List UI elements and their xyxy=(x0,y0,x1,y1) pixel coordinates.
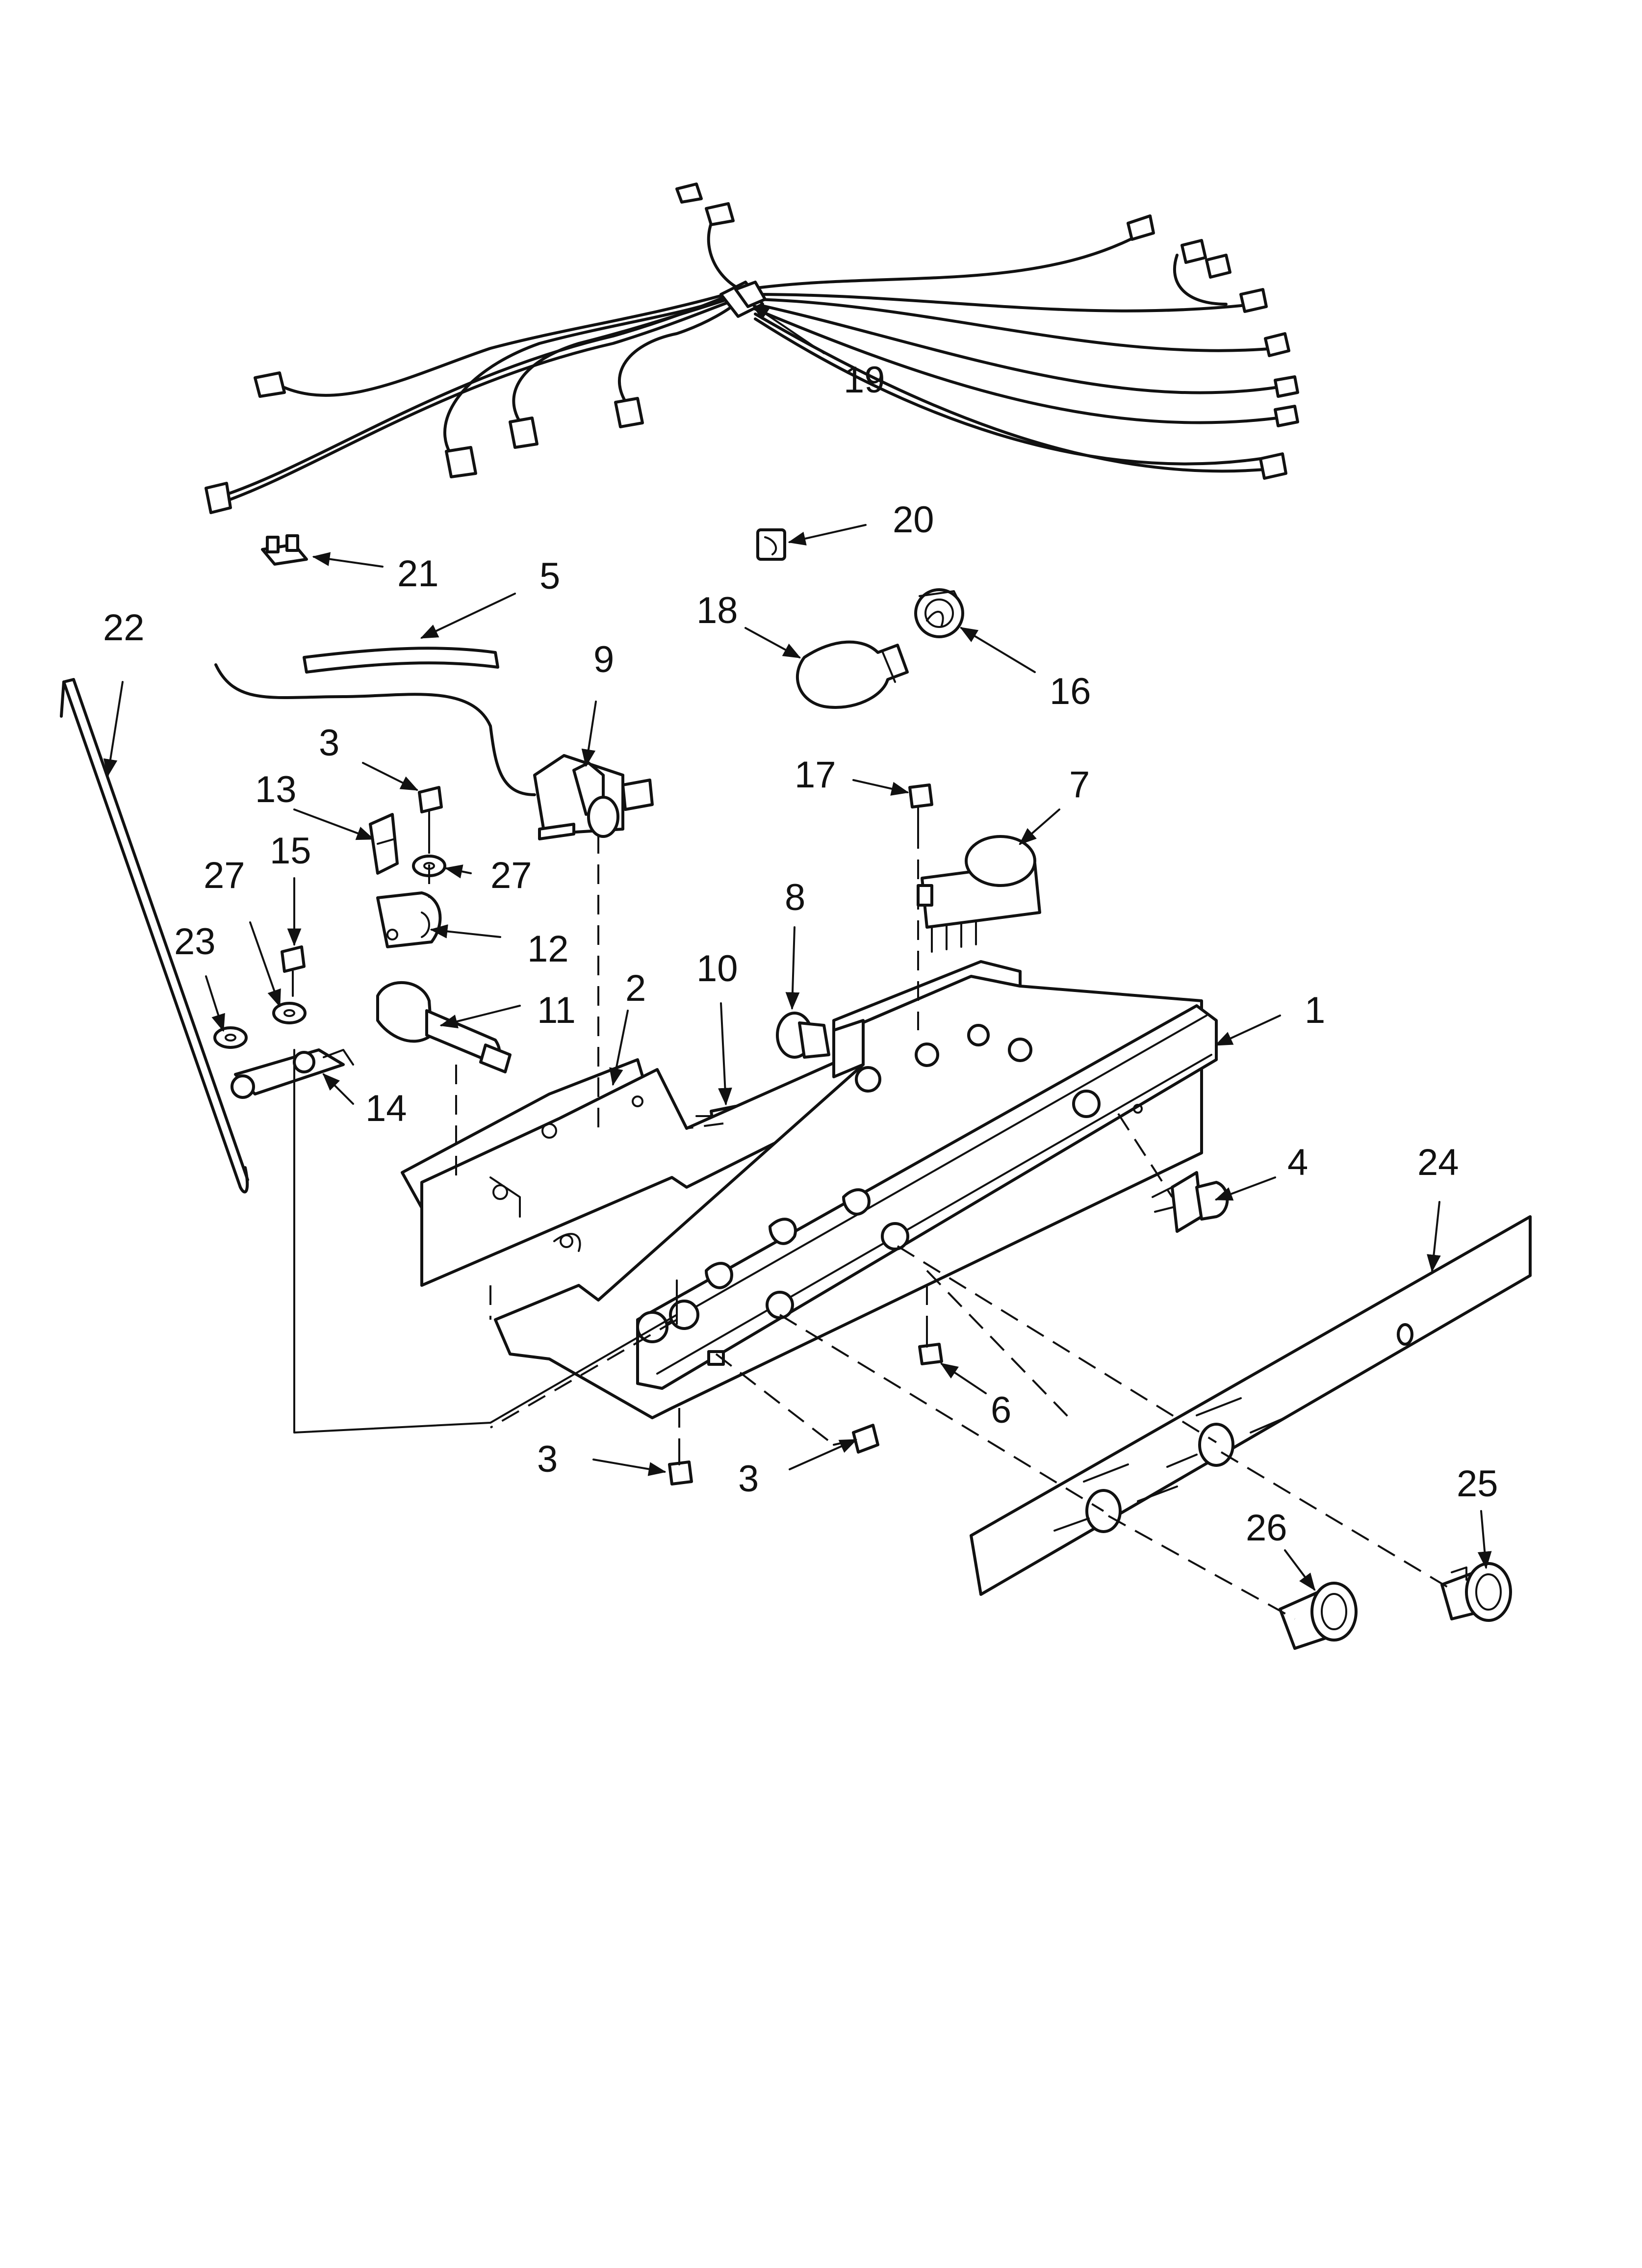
rod-22[interactable] xyxy=(60,678,249,1194)
callout-18: 18 xyxy=(696,590,738,631)
wiring-harness[interactable] xyxy=(205,182,1299,514)
light-bulb-18[interactable] xyxy=(795,640,909,709)
screw-3-upper[interactable] xyxy=(418,786,443,835)
callout-9: 9 xyxy=(593,639,614,680)
callout-17: 17 xyxy=(795,754,836,796)
callout-3-mid: 3 xyxy=(738,1458,759,1500)
tube-5[interactable] xyxy=(303,647,499,674)
leader-arrows xyxy=(103,304,1492,1591)
callout-21: 21 xyxy=(397,553,439,595)
lever-14[interactable] xyxy=(231,1048,354,1099)
callout-16: 16 xyxy=(1050,671,1091,712)
thermostat-9[interactable] xyxy=(214,663,654,840)
control-panel-24[interactable] xyxy=(970,1215,1532,1596)
callout-6: 7 xyxy=(1069,764,1090,806)
knob-26[interactable] xyxy=(1279,1582,1358,1650)
callout-8: 8 xyxy=(785,877,805,918)
clip-21[interactable] xyxy=(261,534,308,566)
callout-11: 11 xyxy=(537,990,576,1031)
switch-4[interactable] xyxy=(1152,1171,1229,1233)
callout-4: 4 xyxy=(1287,1142,1308,1183)
callout-27-left: 27 xyxy=(204,855,245,896)
callout-24: 24 xyxy=(1417,1142,1459,1183)
light-socket-16[interactable] xyxy=(914,588,964,638)
control-housing-1[interactable] xyxy=(494,960,1218,1419)
callout-22: 22 xyxy=(103,607,145,649)
screw-17[interactable] xyxy=(908,783,933,830)
washer-23[interactable] xyxy=(213,1026,248,1049)
washer-27-lower[interactable] xyxy=(272,1002,307,1024)
bushing-8[interactable] xyxy=(776,1012,830,1059)
callout-10: 10 xyxy=(696,948,738,990)
callout-5: 5 xyxy=(539,555,560,597)
screw-7[interactable] xyxy=(918,1324,943,1365)
screw-15[interactable] xyxy=(281,945,306,997)
callout-labels: 19 20 21 5 22 18 9 16 3 17 7 13 15 27 27… xyxy=(103,359,1498,1549)
callout-26: 26 xyxy=(1246,1507,1287,1549)
callout-12: 12 xyxy=(527,928,569,970)
callout-27-right: 27 xyxy=(490,855,532,896)
clamp-13[interactable] xyxy=(369,813,399,875)
defrost-timer-6[interactable] xyxy=(917,835,1041,953)
screw-3-right[interactable] xyxy=(833,1424,879,1454)
bracket-12[interactable] xyxy=(376,891,442,948)
assembly-guide-lines xyxy=(293,829,1453,1620)
callout-13: 13 xyxy=(255,769,297,810)
callout-25: 25 xyxy=(1457,1463,1498,1505)
callout-3-top: 3 xyxy=(319,722,339,764)
shaft-11[interactable] xyxy=(376,981,512,1073)
knob-25[interactable] xyxy=(1440,1562,1512,1622)
callout-23: 23 xyxy=(174,921,216,963)
callout-14: 14 xyxy=(365,1088,407,1129)
callout-15: 15 xyxy=(270,830,311,872)
callout-7: 6 xyxy=(991,1389,1011,1431)
part-20[interactable] xyxy=(756,528,786,561)
callout-19: 19 xyxy=(844,359,885,401)
callout-20: 20 xyxy=(893,499,934,541)
callout-1: 1 xyxy=(1305,990,1325,1031)
screw-3-bottom[interactable] xyxy=(668,1441,693,1486)
callout-3-left: 3 xyxy=(537,1438,558,1480)
callout-2: 2 xyxy=(625,967,646,1009)
